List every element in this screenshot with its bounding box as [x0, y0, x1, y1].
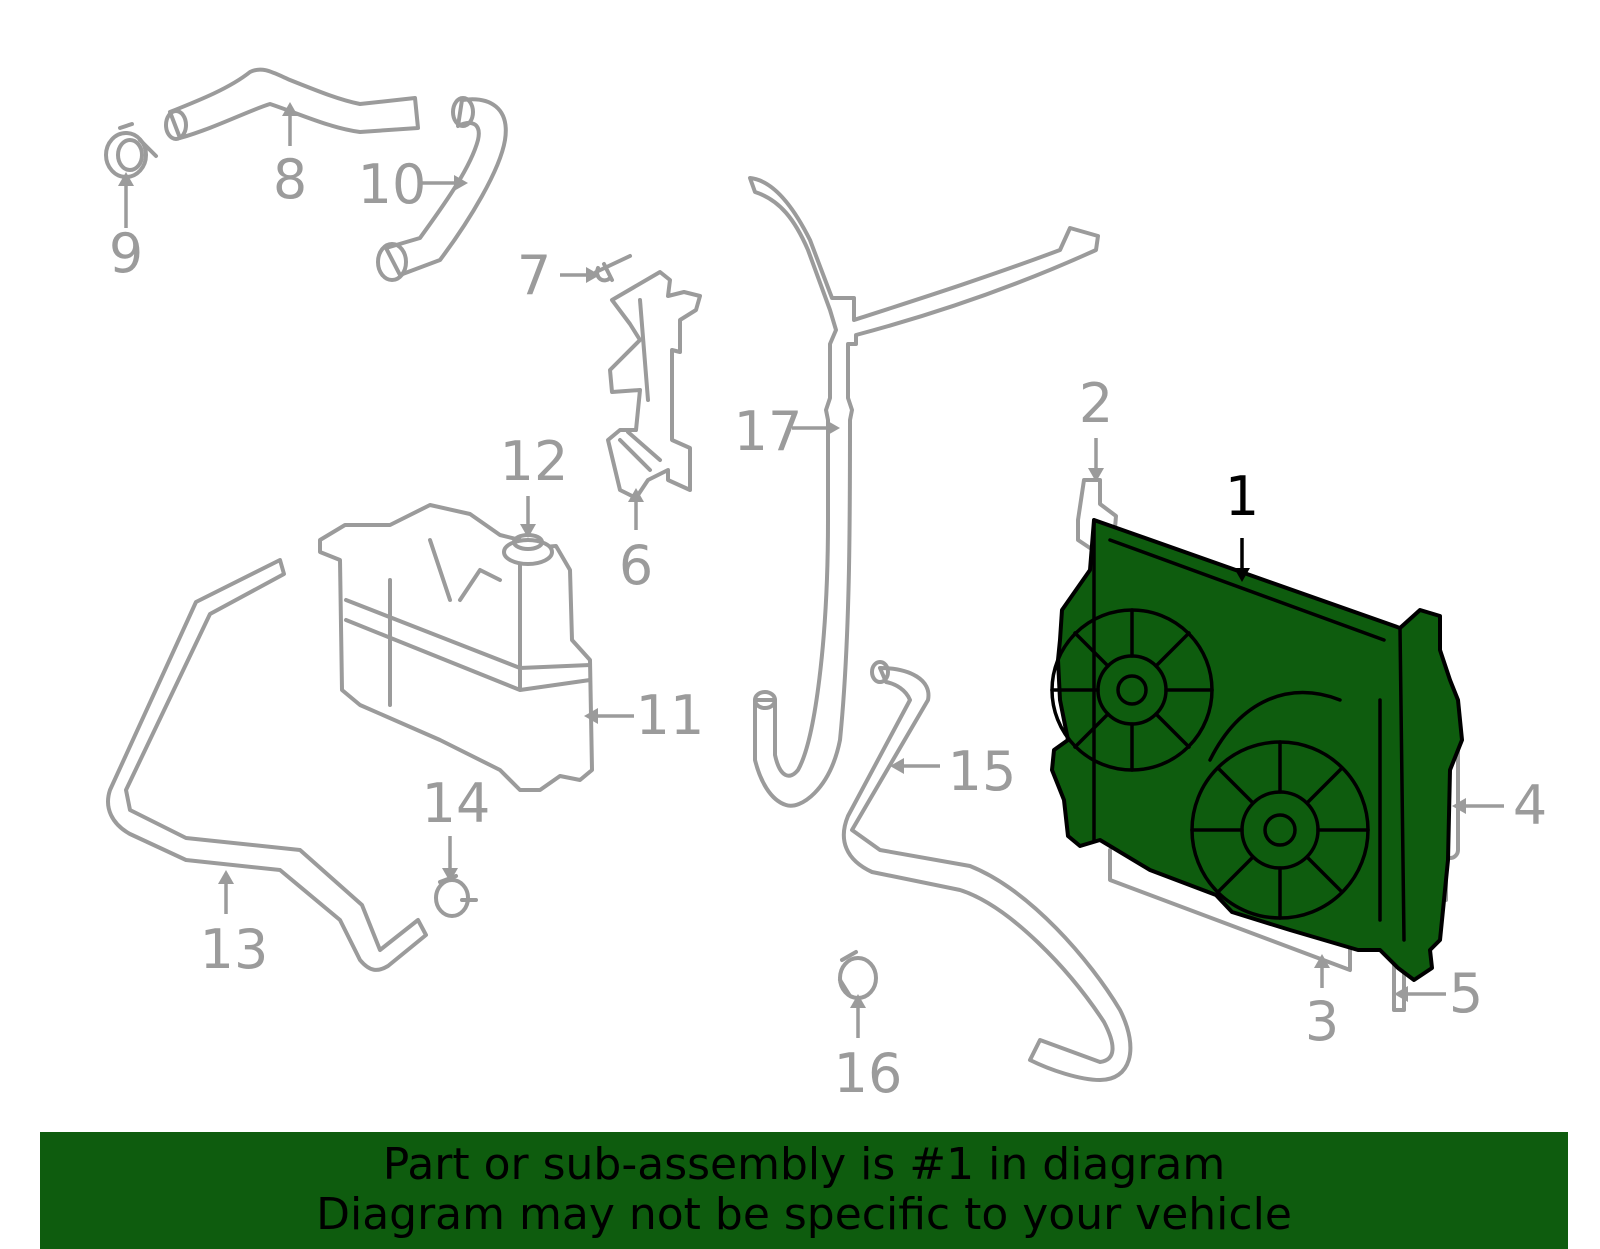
- callout-3[interactable]: 3: [1305, 990, 1339, 1053]
- callout-5[interactable]: 5: [1449, 962, 1483, 1025]
- callout-17[interactable]: 17: [734, 400, 803, 463]
- callout-9[interactable]: 9: [109, 222, 143, 285]
- callout-8[interactable]: 8: [273, 148, 307, 211]
- part-10-hose[interactable]: [376, 96, 508, 282]
- part-15-hose[interactable]: [841, 660, 1133, 1082]
- callout-15[interactable]: 15: [948, 740, 1017, 803]
- callout-12[interactable]: 12: [500, 430, 569, 493]
- part-9-clamp[interactable]: [104, 122, 158, 179]
- callout-2[interactable]: 2: [1079, 372, 1113, 435]
- callout-labels: 1 2 3 4 5 6 7 8 9 10 11 12 13 14 15 16 1…: [109, 148, 1547, 1105]
- callout-1[interactable]: 1: [1225, 465, 1259, 528]
- callout-16[interactable]: 16: [834, 1042, 903, 1105]
- part-16-clamp[interactable]: [838, 950, 878, 1000]
- banner-line-2: Diagram may not be specific to your vehi…: [316, 1189, 1292, 1240]
- part-6-shield[interactable]: [606, 270, 702, 500]
- callout-4[interactable]: 4: [1513, 774, 1547, 837]
- callout-11[interactable]: 11: [636, 684, 705, 747]
- part-11-reservoir[interactable]: [318, 503, 594, 792]
- banner-line-1: Part or sub-assembly is #1 in diagram: [382, 1139, 1226, 1190]
- callout-6[interactable]: 6: [619, 534, 653, 597]
- callout-14[interactable]: 14: [422, 772, 491, 835]
- part-17-hose[interactable]: [748, 176, 1100, 808]
- part-7-pushpin[interactable]: [594, 254, 632, 283]
- part-14-clamp[interactable]: [434, 874, 478, 918]
- part-1-radiator-fan-assembly[interactable]: [1050, 518, 1464, 982]
- callout-7[interactable]: 7: [517, 244, 551, 307]
- callout-13[interactable]: 13: [200, 918, 269, 981]
- part-3-seal: [1108, 848, 1352, 972]
- callout-10[interactable]: 10: [358, 153, 427, 216]
- info-banner: Part or sub-assembly is #1 in diagram Di…: [40, 1132, 1568, 1249]
- leader-arrowheads: [118, 102, 1466, 1008]
- part-13-hose[interactable]: [106, 558, 428, 972]
- part-8-hose[interactable]: [164, 67, 420, 141]
- leader-lines: [124, 112, 1504, 1038]
